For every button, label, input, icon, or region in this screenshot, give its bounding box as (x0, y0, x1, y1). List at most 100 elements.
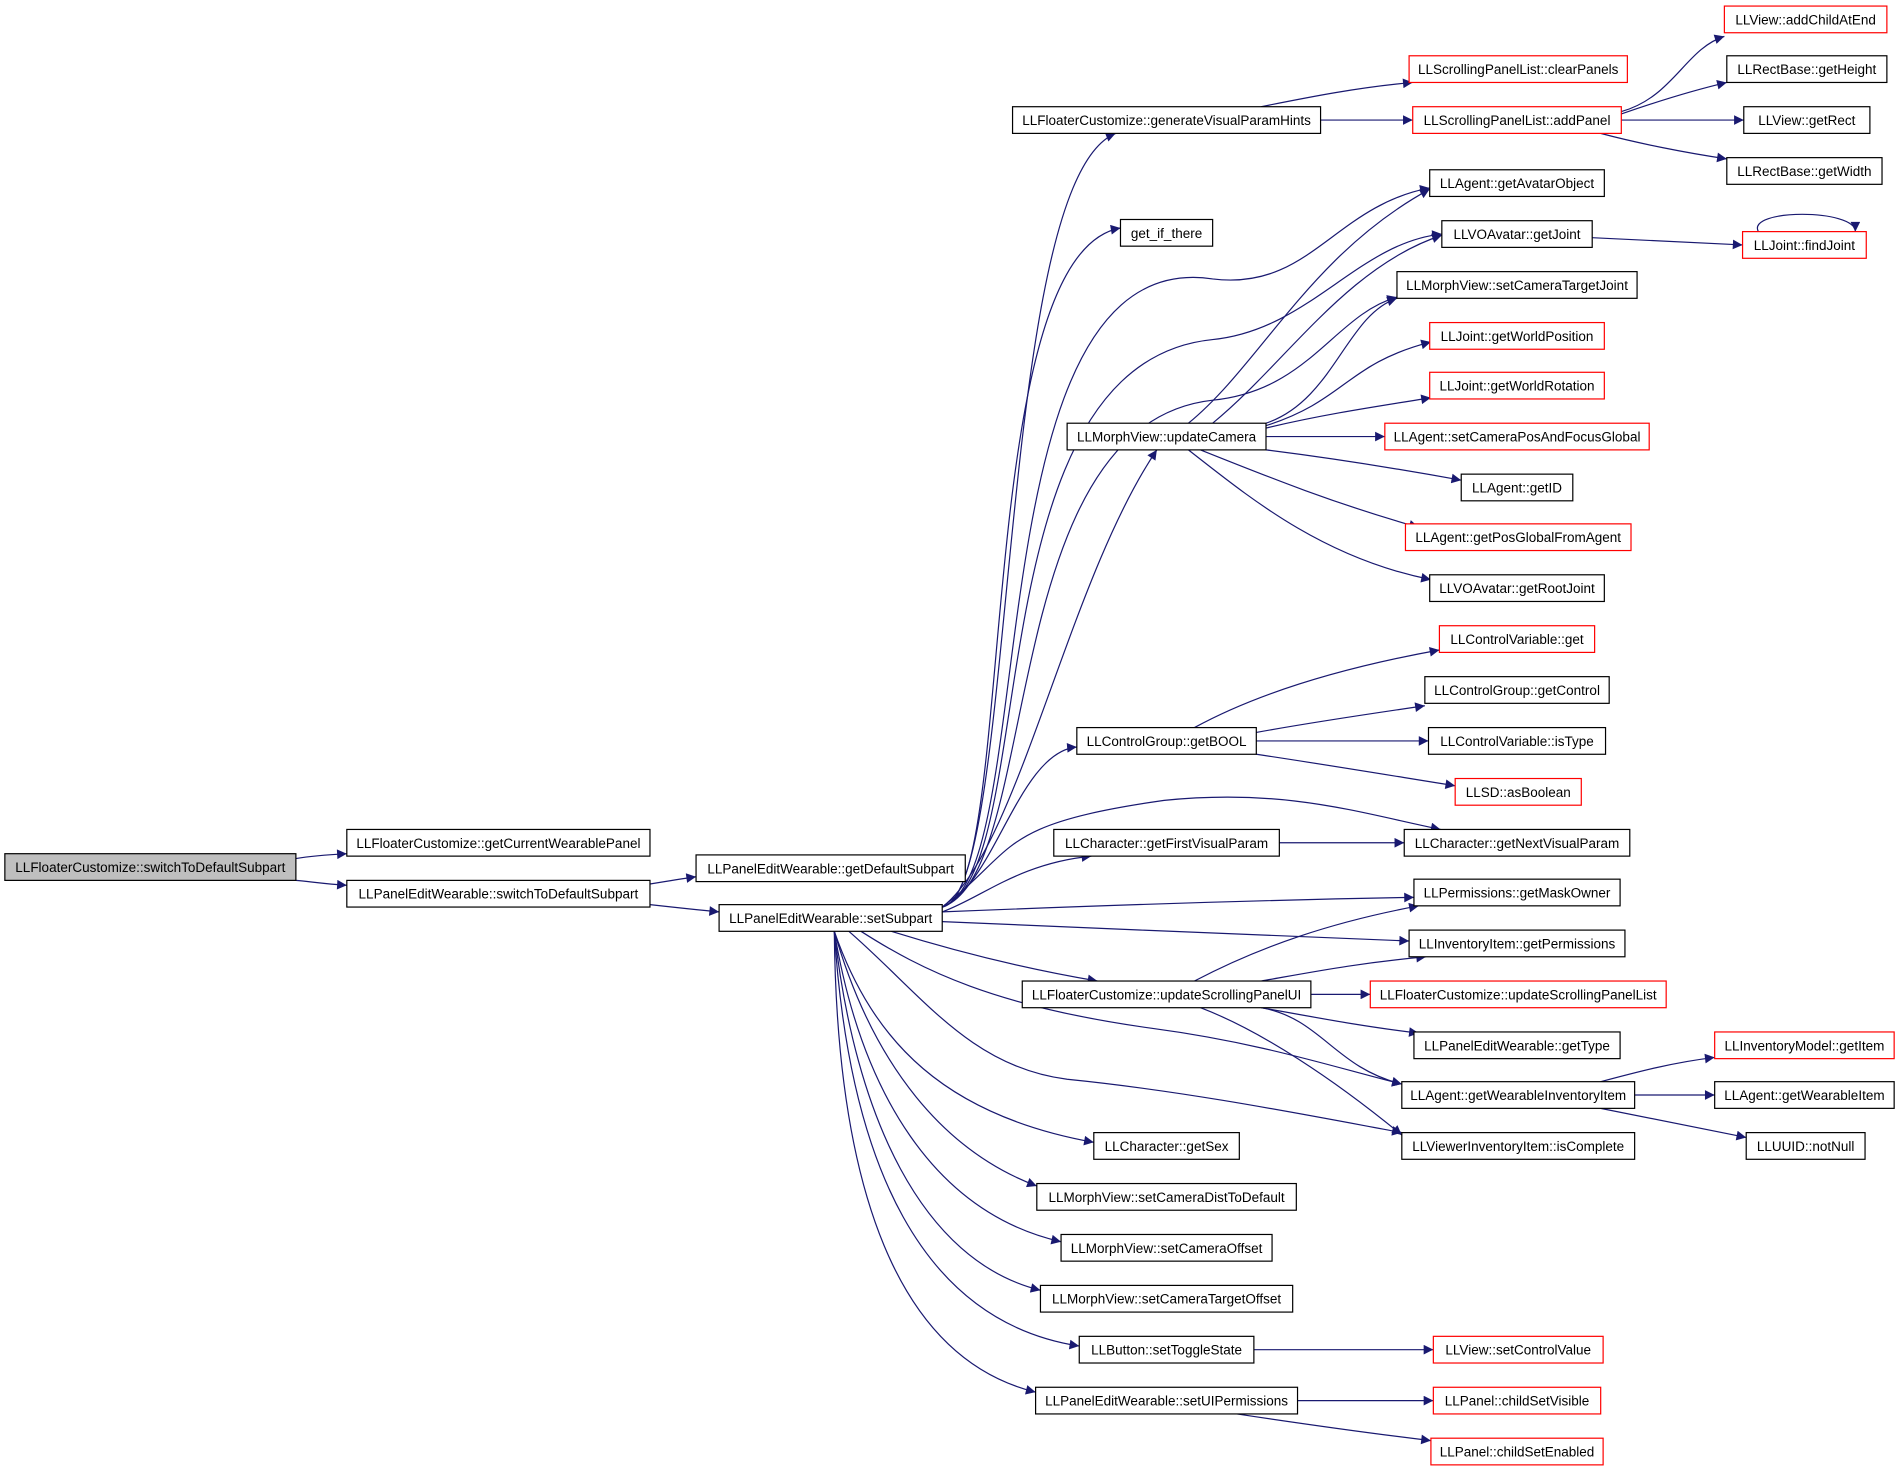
node-box[interactable] (1429, 371, 1605, 400)
node-n40[interactable]: LLFloaterCustomize::updateScrollingPanel… (1369, 980, 1667, 1009)
node-box[interactable] (1427, 726, 1607, 755)
node-box[interactable] (346, 828, 651, 857)
node-n15[interactable]: LLButton::setToggleState (1078, 1335, 1255, 1364)
node-box[interactable] (1408, 55, 1628, 84)
node-n17[interactable]: LLScrollingPanelList::clearPanels (1408, 55, 1628, 84)
node-n0-root[interactable]: LLFloaterCustomize::switchToDefaultSubpa… (4, 853, 297, 881)
node-n27[interactable]: LLJoint::getWorldPosition (1429, 321, 1605, 350)
node-box[interactable] (695, 854, 966, 883)
node-n37[interactable]: LLCharacter::getNextVisualParam (1403, 828, 1631, 857)
node-box[interactable] (1430, 1437, 1604, 1466)
node-n48[interactable]: LLPanel::childSetVisible (1432, 1386, 1602, 1415)
node-n38[interactable]: LLPermissions::getMaskOwner (1413, 878, 1621, 907)
node-box[interactable] (1078, 1335, 1255, 1364)
node-n45[interactable]: LLAgent::getWearableItem (1714, 1081, 1895, 1109)
node-box[interactable] (1429, 574, 1605, 603)
node-n39[interactable]: LLInventoryItem::getPermissions (1408, 929, 1626, 958)
node-box[interactable] (1021, 980, 1312, 1009)
node-n7[interactable]: LLMorphView::updateCamera (1066, 422, 1267, 451)
node-n43[interactable]: LLViewerInventoryItem::isComplete (1401, 1132, 1636, 1160)
node-n24[interactable]: LLVOAvatar::getJoint (1441, 220, 1593, 248)
node-n9[interactable]: LLCharacter::getFirstVisualParam (1053, 828, 1280, 857)
node-box[interactable] (1036, 1182, 1297, 1211)
node-n46[interactable]: LLUUID::notNull (1745, 1132, 1866, 1160)
node-n19[interactable]: LLView::addChildAtEnd (1723, 5, 1888, 34)
node-box[interactable] (1413, 1031, 1621, 1060)
node-box[interactable] (1396, 271, 1638, 299)
node-box[interactable] (1404, 523, 1632, 552)
node-n33[interactable]: LLControlVariable::get (1438, 625, 1596, 654)
node-box[interactable] (1039, 1284, 1294, 1313)
node-box[interactable] (1053, 828, 1280, 857)
node-n44[interactable]: LLInventoryModel::getItem (1714, 1031, 1895, 1060)
node-n21[interactable]: LLView::getRect (1743, 106, 1871, 134)
node-n35[interactable]: LLControlVariable::isType (1427, 726, 1607, 755)
node-n11[interactable]: LLCharacter::getSex (1093, 1132, 1240, 1160)
node-box[interactable] (1714, 1031, 1895, 1060)
node-box[interactable] (1726, 157, 1883, 185)
node-box[interactable] (1369, 980, 1667, 1009)
node-box[interactable] (1424, 676, 1610, 704)
node-n41[interactable]: LLPanelEditWearable::getType (1413, 1031, 1621, 1060)
node-n23[interactable]: LLAgent::getAvatarObject (1429, 169, 1605, 198)
node-box[interactable] (1412, 106, 1622, 134)
node-box[interactable] (1432, 1335, 1604, 1364)
node-box[interactable] (1119, 218, 1214, 247)
node-box[interactable] (1403, 828, 1631, 857)
node-box[interactable] (1726, 55, 1888, 84)
node-box[interactable] (1401, 1132, 1636, 1160)
node-n47[interactable]: LLView::setControlValue (1432, 1335, 1604, 1364)
node-n22[interactable]: LLRectBase::getWidth (1726, 157, 1883, 185)
node-box[interactable] (1429, 169, 1605, 198)
node-box[interactable] (1460, 473, 1574, 502)
node-n4[interactable]: LLPanelEditWearable::setSubpart (718, 904, 943, 932)
node-n10[interactable]: LLFloaterCustomize::updateScrollingPanel… (1021, 980, 1312, 1009)
node-n20[interactable]: LLRectBase::getHeight (1726, 55, 1888, 84)
node-box[interactable] (1011, 106, 1322, 134)
node-n31[interactable]: LLAgent::getPosGlobalFromAgent (1404, 523, 1632, 552)
node-box[interactable] (1384, 422, 1650, 451)
node-box[interactable] (1076, 726, 1257, 755)
node-n32[interactable]: LLVOAvatar::getRootJoint (1429, 574, 1605, 603)
node-box[interactable] (1429, 321, 1605, 350)
node-box[interactable] (1401, 1081, 1636, 1109)
node-n2[interactable]: LLPanelEditWearable::switchToDefaultSubp… (346, 879, 651, 908)
node-box[interactable] (718, 904, 943, 932)
node-n26[interactable]: LLMorphView::setCameraTargetJoint (1396, 271, 1638, 299)
node-n8[interactable]: LLControlGroup::getBOOL (1076, 726, 1257, 755)
node-box[interactable] (1723, 5, 1888, 34)
node-n42[interactable]: LLAgent::getWearableInventoryItem (1401, 1081, 1636, 1109)
node-box[interactable] (1454, 777, 1582, 806)
node-n49[interactable]: LLPanel::childSetEnabled (1430, 1437, 1604, 1466)
node-box[interactable] (1034, 1386, 1299, 1415)
node-n34[interactable]: LLControlGroup::getControl (1424, 676, 1610, 704)
node-box[interactable] (1743, 106, 1871, 134)
node-n5[interactable]: LLFloaterCustomize::generateVisualParamH… (1011, 106, 1322, 134)
node-box[interactable] (1714, 1081, 1895, 1109)
node-n18[interactable]: LLScrollingPanelList::addPanel (1412, 106, 1622, 134)
node-box[interactable] (1741, 231, 1867, 259)
node-n30[interactable]: LLAgent::getID (1460, 473, 1574, 502)
node-box[interactable] (1066, 422, 1267, 451)
node-n6[interactable]: get_if_there (1119, 218, 1214, 247)
node-n28[interactable]: LLJoint::getWorldRotation (1429, 371, 1605, 400)
node-n14[interactable]: LLMorphView::setCameraTargetOffset (1039, 1284, 1294, 1313)
node-box[interactable] (1060, 1233, 1273, 1262)
node-n3[interactable]: LLPanelEditWearable::getDefaultSubpart (695, 854, 966, 883)
node-box[interactable] (1441, 220, 1593, 248)
node-box[interactable] (346, 879, 651, 908)
node-box[interactable] (1093, 1132, 1240, 1160)
node-box[interactable] (4, 853, 297, 881)
node-box[interactable] (1413, 878, 1621, 907)
node-n29[interactable]: LLAgent::setCameraPosAndFocusGlobal (1384, 422, 1650, 451)
node-box[interactable] (1745, 1132, 1866, 1160)
node-n1[interactable]: LLFloaterCustomize::getCurrentWearablePa… (346, 828, 651, 857)
node-n12[interactable]: LLMorphView::setCameraDistToDefault (1036, 1182, 1297, 1211)
node-box[interactable] (1432, 1386, 1602, 1415)
node-n13[interactable]: LLMorphView::setCameraOffset (1060, 1233, 1273, 1262)
node-n25[interactable]: LLJoint::findJoint (1741, 231, 1867, 259)
node-box[interactable] (1408, 929, 1626, 958)
node-n16[interactable]: LLPanelEditWearable::setUIPermissions (1034, 1386, 1299, 1415)
node-box[interactable] (1438, 625, 1596, 654)
node-n36[interactable]: LLSD::asBoolean (1454, 777, 1582, 806)
